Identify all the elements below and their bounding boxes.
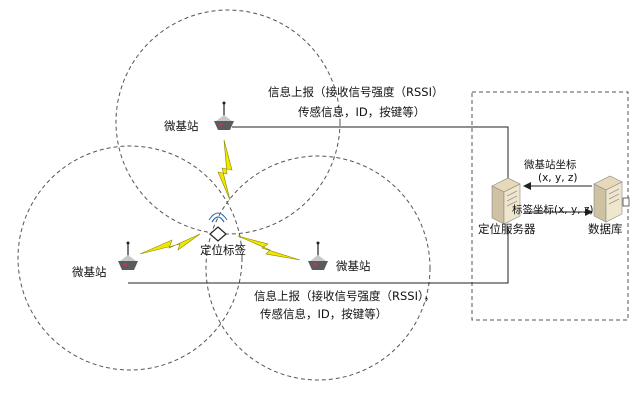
database-label: 数据库 bbox=[588, 222, 623, 236]
report-top-line2: 传感信息，ID，按键等） bbox=[298, 105, 425, 119]
tag-label: 定位标签 bbox=[200, 243, 246, 257]
signal-bolt-top bbox=[217, 139, 233, 201]
base-station-right-label: 微基站 bbox=[336, 259, 371, 273]
report-line-bottom bbox=[128, 226, 509, 284]
base-station-top-icon bbox=[214, 101, 234, 130]
signal-bolt-right bbox=[237, 235, 301, 261]
database-icon bbox=[593, 175, 630, 223]
station-coord-value: (x, y, z) bbox=[538, 172, 577, 184]
base-station-right-icon bbox=[308, 241, 328, 270]
report-line-top bbox=[232, 126, 509, 182]
signal-bolt-left bbox=[139, 233, 201, 255]
coverage-circle-top bbox=[115, 9, 341, 235]
coverage-circle-right bbox=[205, 155, 431, 381]
tag-coord-label: 标签坐标(x, y, z) bbox=[512, 203, 593, 216]
server-icon bbox=[491, 177, 521, 225]
report-top-line1: 信息上报（接收信号强度（RSSI） bbox=[268, 85, 443, 99]
report-bottom-line1: 信息上报（接收信号强度（RSSI）， bbox=[254, 289, 435, 303]
station-coord-label: 微基站坐标 bbox=[524, 158, 577, 171]
server-label: 定位服务器 bbox=[478, 222, 536, 236]
positioning-tag-icon bbox=[208, 212, 228, 242]
coverage-circle-left bbox=[17, 145, 243, 371]
base-station-left-icon bbox=[118, 241, 138, 270]
base-station-top-label: 微基站 bbox=[164, 119, 199, 133]
report-bottom-line2: 传感信息，ID，按键等） bbox=[260, 307, 387, 321]
base-station-left-label: 微基站 bbox=[72, 265, 107, 279]
